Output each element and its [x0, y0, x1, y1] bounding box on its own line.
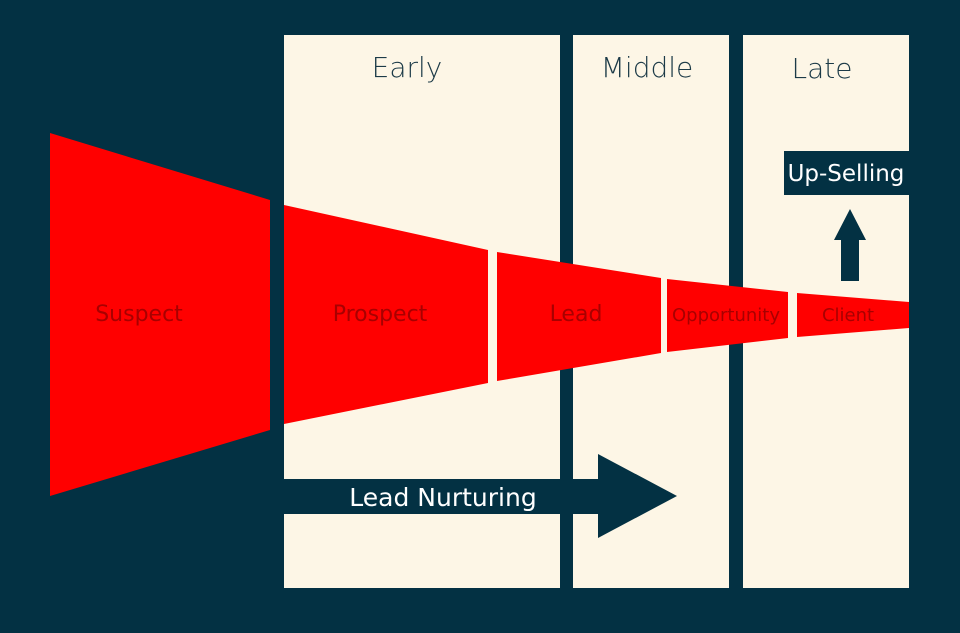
funnel-segment-opportunity — [667, 279, 788, 352]
lead-nurturing-arrow-head — [598, 454, 677, 538]
funnel-label-lead: Lead — [550, 302, 603, 327]
column-title-middle: Middle — [601, 51, 694, 84]
lead-nurturing-arrow-body — [284, 479, 600, 514]
funnel-label-suspect: Suspect — [95, 302, 183, 327]
funnel — [50, 133, 909, 496]
funnel-label-prospect: Prospect — [333, 302, 428, 327]
up-selling-arrow-head — [834, 209, 866, 240]
funnel-segment-prospect — [284, 205, 488, 424]
funnel-segment-lead — [497, 252, 661, 381]
lead-nurturing-label: Lead Nurturing — [349, 483, 536, 512]
column-title-late: Late — [792, 52, 853, 85]
funnel-segment-client — [797, 293, 909, 337]
up-selling-arrow — [834, 209, 866, 281]
up-selling-box — [784, 151, 909, 195]
funnel-segment-suspect — [50, 133, 270, 496]
lead-nurturing-arrow — [284, 454, 677, 538]
funnel-label-opportunity: Opportunity — [672, 305, 780, 326]
column-title-early: Early — [372, 51, 443, 84]
up-selling-label: Up-Selling — [788, 161, 905, 187]
up-selling-arrow-shaft — [841, 238, 859, 281]
funnel-label-client: Client — [822, 305, 874, 326]
